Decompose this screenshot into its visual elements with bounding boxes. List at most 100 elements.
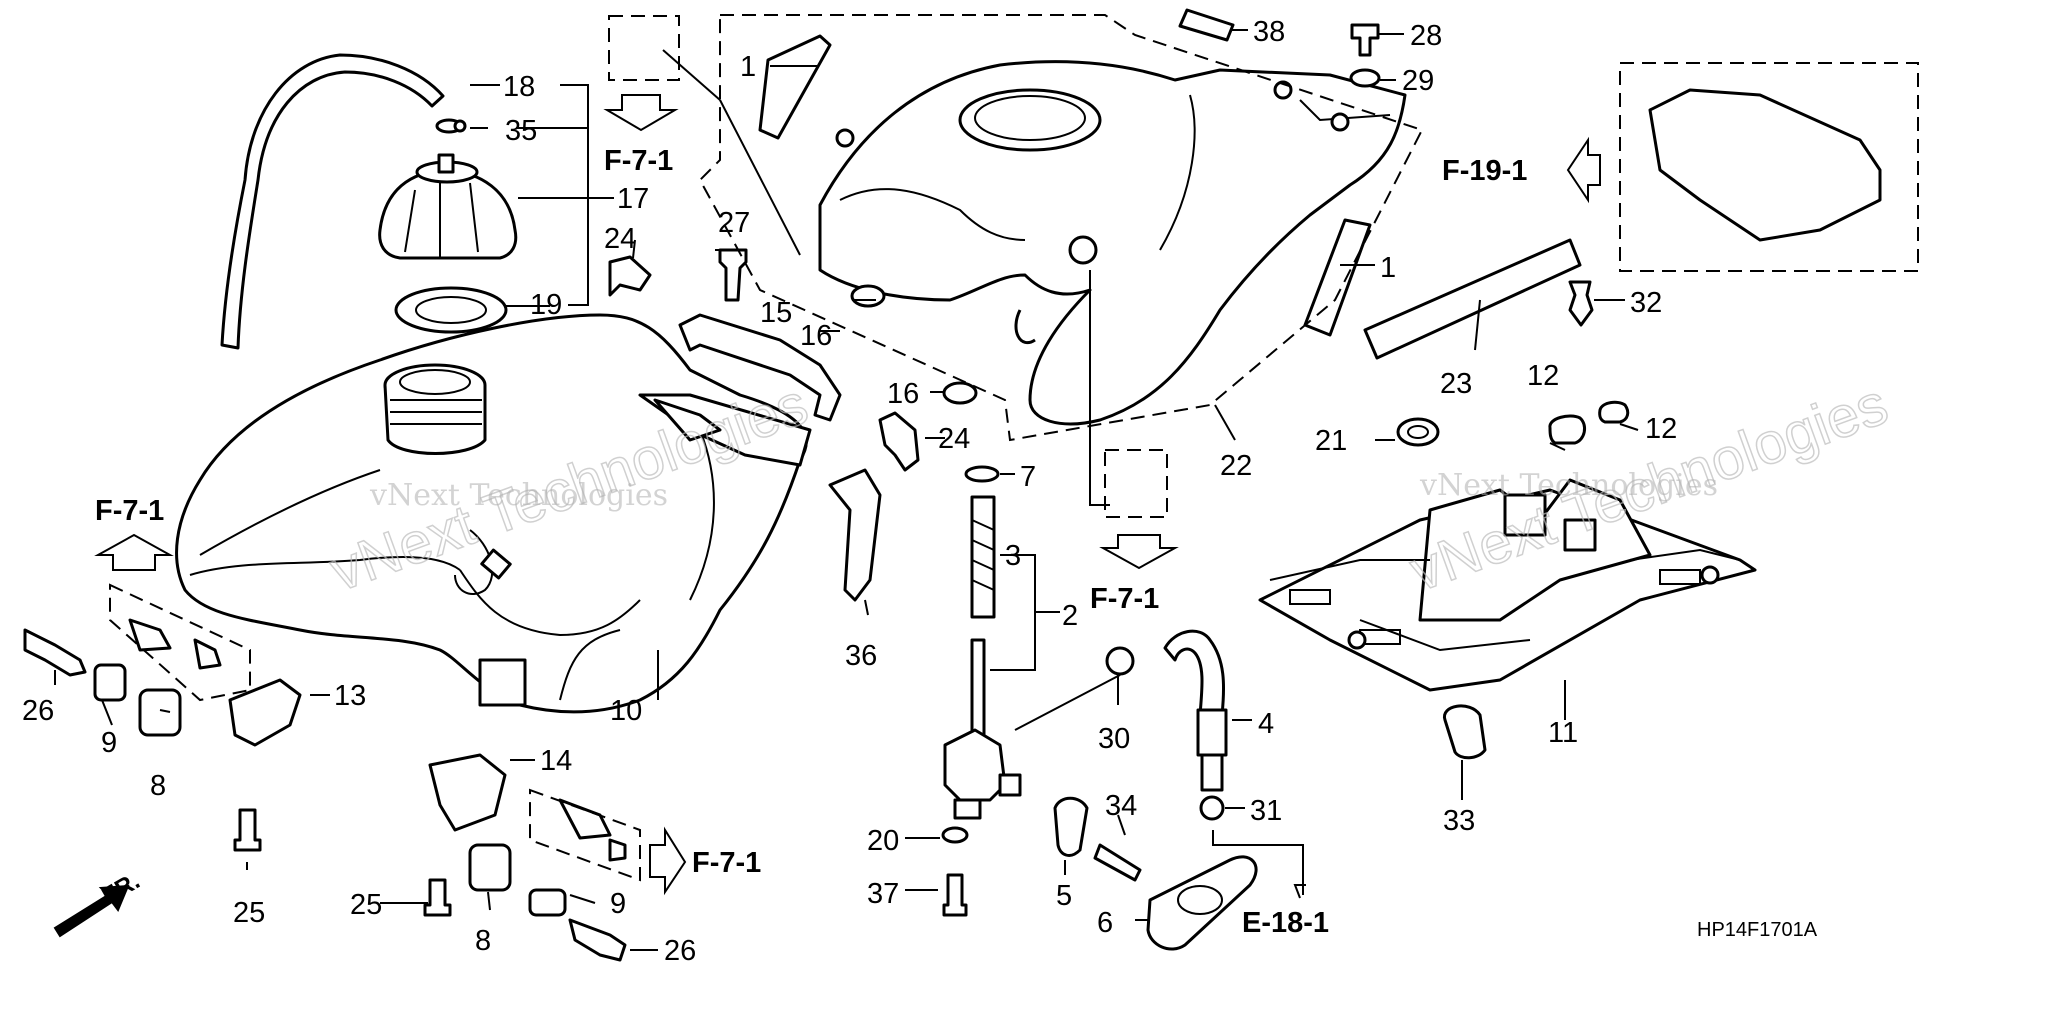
label-18: 18	[503, 71, 535, 103]
push-clip	[1568, 280, 1594, 327]
label-25: 25	[233, 897, 265, 929]
label-37: 37	[867, 878, 899, 910]
reference-labels: F-7-1 F-7-1 F-7-1 F-7-1 F-19-1 E-18-1	[95, 145, 1527, 939]
cushion-8a	[138, 688, 182, 737]
bolt-37	[942, 873, 968, 917]
grommet	[1396, 417, 1440, 447]
label-38: 38	[1253, 16, 1285, 48]
part-labels: 1 1 2 3 4 5 6 7 8 8 9 9 10 11 12 12 13 1…	[22, 16, 1677, 967]
label-9: 9	[101, 727, 117, 759]
label-34: 34	[1105, 790, 1137, 822]
tape-strip	[1178, 8, 1235, 42]
label-17: 17	[617, 183, 649, 215]
valve-plate	[1146, 855, 1258, 951]
label-20: 20	[867, 825, 899, 857]
label-13: 13	[334, 680, 366, 712]
hose-sleeve	[1196, 708, 1228, 757]
label-2: 2	[1062, 600, 1078, 632]
fuel-hose	[1163, 629, 1226, 717]
label-35: 35	[505, 115, 537, 147]
label-26: 26	[22, 695, 54, 727]
label-29: 29	[1402, 65, 1434, 97]
clip-24a	[608, 255, 652, 297]
label-27: 27	[718, 207, 750, 239]
clamp	[1443, 704, 1487, 760]
label-14: 14	[540, 745, 572, 777]
collar-9b	[528, 888, 567, 917]
valve-knob	[1053, 796, 1089, 857]
hose-clip-30	[1105, 646, 1135, 676]
label-8: 8	[475, 925, 491, 957]
bracket-15	[678, 313, 842, 422]
watermark-text: vNext Technologies	[369, 478, 668, 513]
label-11: 11	[1548, 717, 1578, 749]
label-23: 23	[1440, 368, 1472, 400]
label-21: 21	[1315, 425, 1347, 457]
cover-plate	[1648, 88, 1882, 242]
washer-29	[1349, 68, 1381, 88]
bolt-27	[718, 248, 748, 302]
reference-f-7-1: F-7-1	[692, 847, 761, 879]
reference-f-7-1: F-7-1	[1090, 583, 1159, 615]
grommet-16a	[850, 284, 886, 308]
label-1: 1	[740, 51, 756, 83]
fuel-cap-gasket	[394, 286, 508, 334]
hose-clip	[435, 118, 467, 134]
label-25: 25	[350, 889, 382, 921]
label-12: 12	[1645, 413, 1677, 445]
tray	[1258, 478, 1757, 692]
label-32: 32	[1630, 287, 1662, 319]
label-33: 33	[1443, 805, 1475, 837]
label-36: 36	[845, 640, 877, 672]
fuel-strainer	[970, 495, 996, 619]
label-10: 10	[610, 695, 642, 727]
label-16: 16	[887, 378, 919, 410]
label-22: 22	[1220, 450, 1252, 482]
mount-bracket-14	[428, 753, 507, 832]
label-16: 16	[800, 320, 832, 352]
bolt-26b	[568, 918, 627, 962]
fuel-cap	[378, 153, 518, 260]
label-7: 7	[1020, 461, 1036, 493]
label-3: 3	[1005, 540, 1021, 572]
label-24: 24	[938, 423, 970, 455]
mount-bracket-13	[228, 678, 302, 747]
label-24: 24	[604, 223, 636, 255]
reference-arrows	[94, 94, 1601, 896]
bolt-25a	[233, 808, 262, 852]
hose-clip-31	[1199, 795, 1225, 821]
reference-f-19-1: F-19-1	[1442, 155, 1527, 187]
label-31: 31	[1250, 795, 1282, 827]
fuel-tank	[175, 313, 812, 714]
seal-strip	[1363, 238, 1582, 360]
screw-34	[1093, 843, 1142, 882]
label-30: 30	[1098, 723, 1130, 755]
label-4: 4	[1258, 708, 1274, 740]
reference-e-18-1: E-18-1	[1242, 907, 1329, 939]
label-5: 5	[1056, 880, 1072, 912]
clip-24b	[878, 411, 920, 472]
reference-f-7-1: F-7-1	[95, 495, 164, 527]
label-8: 8	[150, 770, 166, 802]
label-15: 15	[760, 297, 792, 329]
o-ring	[964, 465, 1000, 483]
reference-f-7-1: F-7-1	[604, 145, 673, 177]
tape-strip	[1303, 218, 1372, 337]
breather-hose	[220, 53, 445, 350]
tank-cover	[818, 60, 1407, 426]
bolt-28	[1350, 23, 1380, 57]
label-1: 1	[1380, 252, 1396, 284]
cushion-8b	[468, 843, 512, 892]
fuel-valve	[943, 638, 1022, 820]
diagram-code: HP14F1701A	[1697, 919, 1818, 941]
bolt-26a	[23, 628, 87, 677]
front-arrow	[53, 884, 130, 938]
watermark-text: vNext Technologies	[1419, 468, 1718, 503]
label-19: 19	[530, 289, 562, 321]
leader-lines	[54, 29, 1639, 951]
label-28: 28	[1410, 20, 1442, 52]
label-12: 12	[1527, 360, 1559, 392]
washer-20	[941, 826, 969, 844]
